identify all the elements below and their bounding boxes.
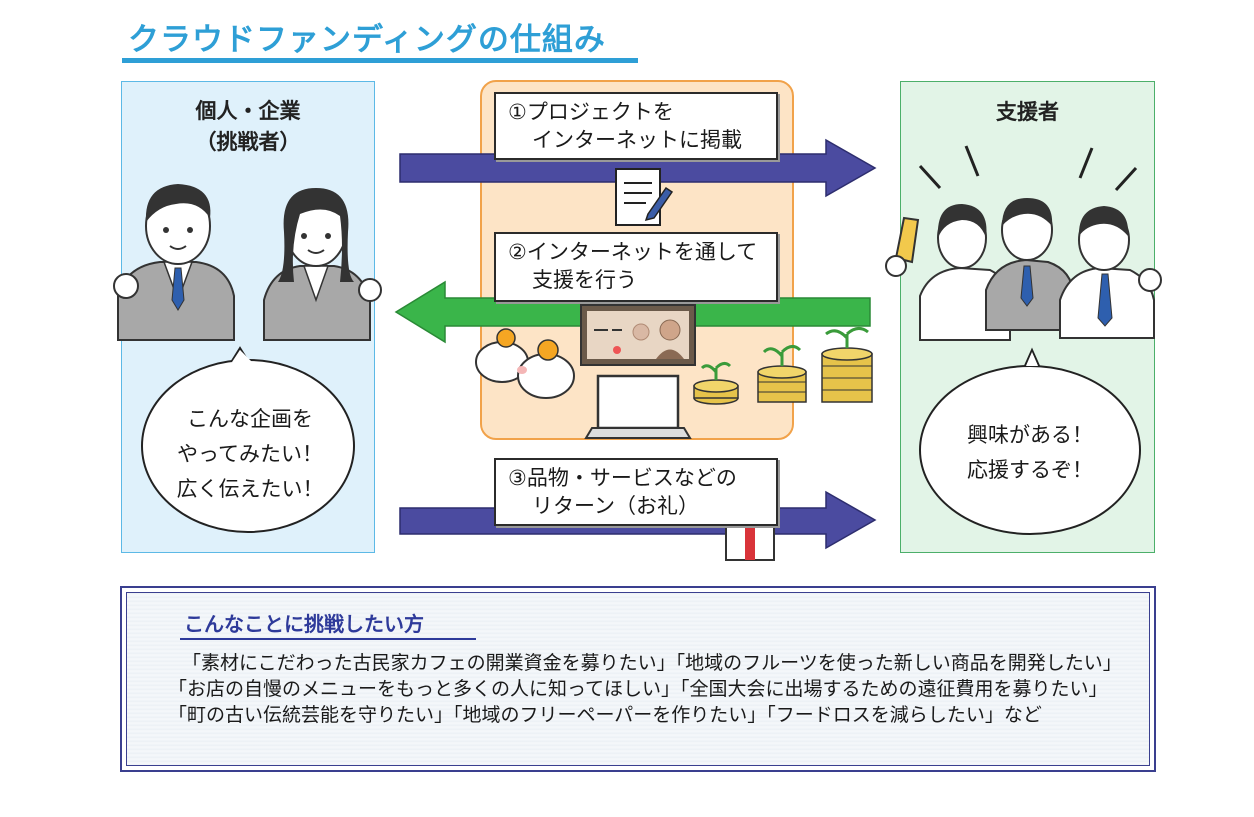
title-underline [122, 58, 638, 63]
document-pen-icon [615, 168, 674, 226]
step-1-line2: インターネットに掲載 [532, 128, 742, 152]
step-3-line1: ③品物・サービスなどの [508, 466, 737, 490]
step-3-line2: リターン（お礼） [532, 494, 699, 518]
info-box [120, 586, 1156, 772]
challenger-bubble-line1: こんな企画を [187, 407, 313, 431]
step-1-line1: ①プロジェクトを [508, 100, 674, 124]
businesswoman-icon [263, 188, 382, 341]
step-2-line1: ②インターネットを通して [508, 240, 758, 264]
supporter-heading: 支援者 [996, 100, 1059, 124]
challenger-bubble-line3: 広く伝えたい！ [176, 477, 324, 501]
supporter-bubble-text: 興味がある！ 応援するぞ！ [925, 418, 1135, 488]
supporter-bubble-line2: 応援するぞ！ [967, 458, 1093, 482]
supporter-bubble-line1: 興味がある！ [967, 423, 1093, 447]
info-box-inner [126, 592, 1150, 766]
coin-sprout-icon [693, 327, 873, 405]
page-title: クラウドファンディングの仕組み [128, 22, 606, 58]
challenger-heading-line1: 個人・企業 [195, 99, 301, 123]
info-title-underline [180, 638, 476, 640]
laptop-icon [584, 374, 692, 439]
supporters-group-icon [885, 145, 1162, 341]
challenger-bubble-line2: やってみたい！ [177, 442, 323, 466]
speech-bubble-icon [141, 346, 355, 533]
piggy-bank-icon [475, 328, 575, 399]
businessman-icon [113, 184, 235, 341]
step-1-label: ①プロジェクトを インターネットに掲載 [494, 92, 778, 160]
info-text: 「素材にこだわった古民家カフェの開業資金を募りたい」「地域のフルーツを使った新し… [168, 652, 1113, 726]
info-title: こんなことに挑戦したい方 [184, 612, 424, 636]
challenger-heading-line2: （挑戦者） [195, 130, 301, 154]
banknote-icon [580, 304, 696, 366]
speech-bubble-icon [919, 347, 1141, 535]
step-2-line2: 支援を行う [532, 268, 637, 292]
step-3-label: ③品物・サービスなどの リターン（お礼） [494, 458, 778, 526]
step-2-label: ②インターネットを通して 支援を行う [494, 232, 778, 302]
challenger-bubble-text: こんな企画を やってみたい！ 広く伝えたい！ [150, 402, 350, 507]
challenger-heading: 個人・企業 （挑戦者） [121, 96, 375, 158]
